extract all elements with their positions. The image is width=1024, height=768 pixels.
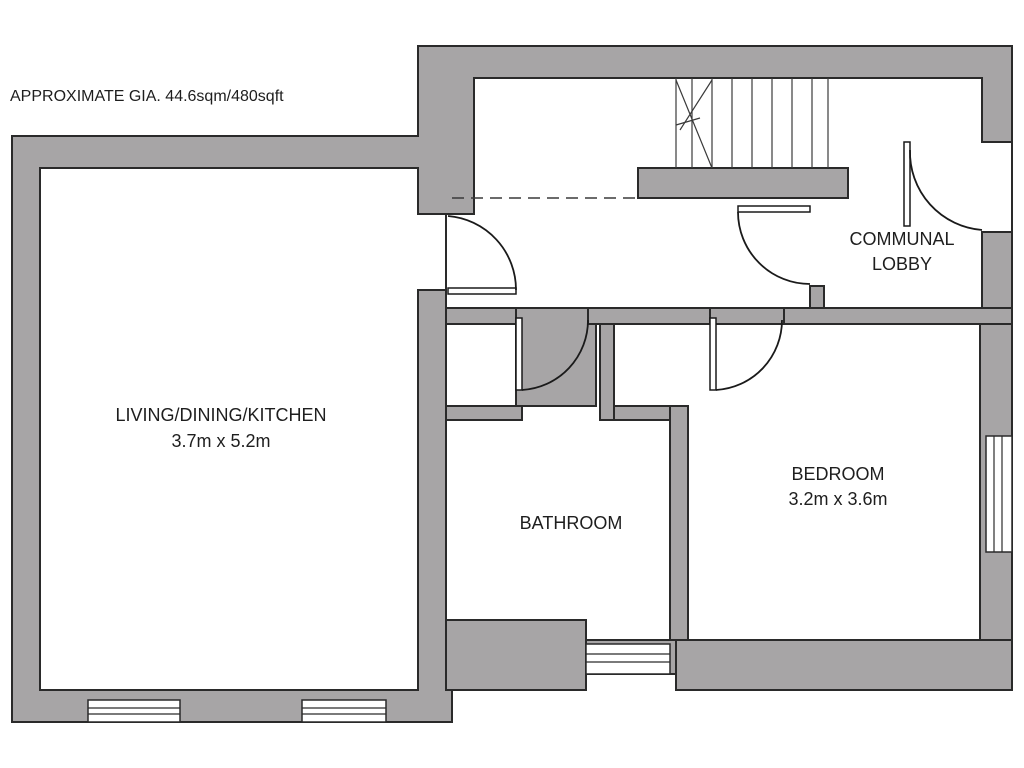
window-living-left — [87, 699, 181, 723]
door-bedroom — [709, 317, 783, 391]
area-note: APPROXIMATE GIA. 44.6sqm/480sqft — [10, 88, 284, 105]
cupboard-floor — [445, 323, 517, 407]
window-bedroom — [985, 435, 1013, 553]
living-room-floor — [39, 167, 447, 691]
lobby-partition-stub — [809, 285, 825, 311]
living-room-label: LIVING/DINING/KITCHEN — [115, 405, 326, 425]
living-room-size: 3.7m x 5.2m — [171, 431, 270, 451]
door-living — [447, 215, 517, 295]
staircase — [675, 78, 829, 169]
window-living-right — [301, 699, 387, 723]
bath-bed-wall-lower — [669, 405, 689, 641]
bedroom-label: BEDROOM — [791, 464, 884, 484]
door-cupboard — [515, 317, 589, 391]
bathroom-bottom-wall — [445, 619, 587, 691]
cupboard-wall — [445, 405, 523, 421]
bathroom-label: BATHROOM — [520, 513, 623, 533]
hall-wall-left — [445, 307, 517, 325]
bedroom-bottom-wall — [675, 639, 1013, 691]
hall-wall-mid — [587, 307, 711, 325]
lobby-partition — [783, 307, 1013, 325]
stair-landing-wall — [637, 167, 849, 199]
bath-bed-wall-upper — [599, 323, 615, 421]
bedroom-size: 3.2m x 3.6m — [788, 489, 887, 509]
window-bathroom — [585, 643, 671, 675]
communal-lobby-label-line1: COMMUNAL — [849, 229, 954, 249]
communal-lobby-label-line2: LOBBY — [872, 254, 932, 274]
door-flat-entrance — [737, 205, 811, 285]
door-communal — [903, 141, 983, 231]
